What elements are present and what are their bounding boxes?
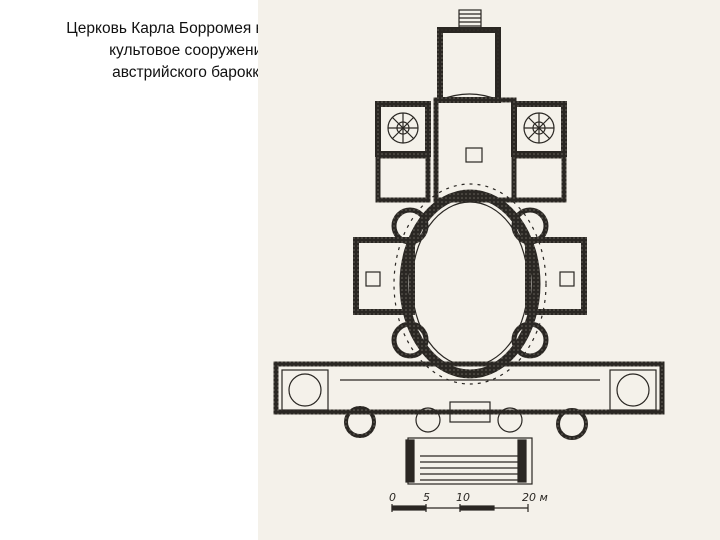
scale-label-20: 20 м — [522, 491, 548, 504]
floor-plan-drawing: 0 5 10 20 м — [273, 9, 665, 512]
caption-line-1: Церковь Карла Борромея в Вене - — [66, 20, 314, 37]
scale-bar — [391, 504, 529, 512]
floor-plan-image: 0 5 10 20 м — [258, 0, 720, 540]
caption-line-3: австрийского барокко — [112, 64, 268, 81]
choir-block — [433, 27, 517, 203]
northeast-tower — [511, 101, 567, 203]
facade-wing — [273, 361, 665, 415]
scale-label-10: 10 — [456, 491, 470, 504]
scale-label-5: 5 — [423, 491, 430, 504]
slide-caption: Церковь Карла Борромея в Вене - культово… — [20, 18, 360, 84]
portico — [344, 401, 588, 485]
scale-label-0: 0 — [389, 491, 396, 504]
side-chapels — [353, 237, 587, 315]
caption-line-2: культовое сооружение — [109, 42, 271, 59]
northwest-tower — [375, 101, 431, 203]
